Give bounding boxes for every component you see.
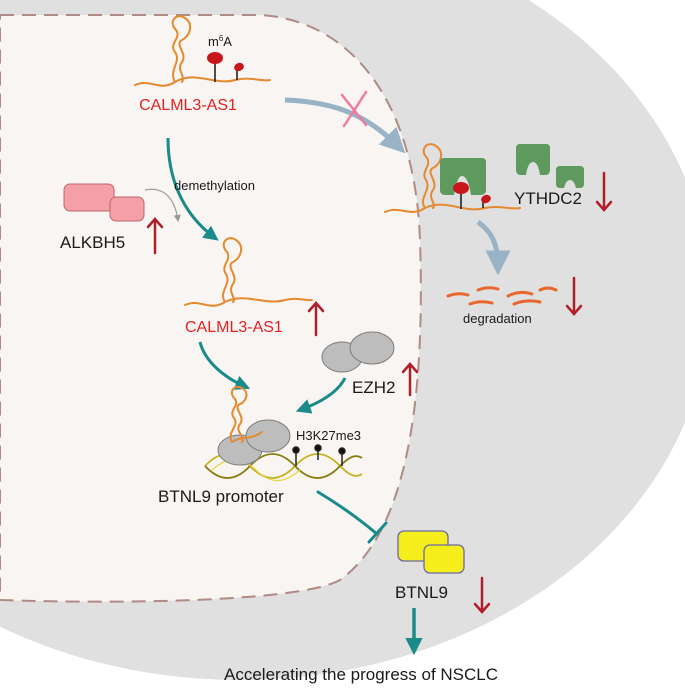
btnl9-promoter-label: BTNL9 promoter xyxy=(158,487,284,506)
promoter-lncrna-structure xyxy=(229,386,263,443)
nucleus xyxy=(0,14,422,603)
h3k27me3-label: H3K27me3 xyxy=(296,428,361,443)
btnl9-label: BTNL9 xyxy=(395,583,448,602)
ezh2-to-promoter-arrow xyxy=(295,377,347,414)
up-arrow-icon xyxy=(146,217,164,255)
m6a-marks-top xyxy=(207,52,244,82)
down-arrow-icon xyxy=(473,576,491,614)
promoter-ezh2-complex xyxy=(217,419,291,466)
cytoplasm-rna-structure xyxy=(384,143,521,213)
outcome-label: Accelerating the progress of NSCLC xyxy=(224,665,498,684)
demethylation-label: demethylation xyxy=(174,178,255,193)
up-arrow-icon xyxy=(401,362,419,397)
ythdc2-icon xyxy=(516,144,584,188)
lncrna-nucleus-structure xyxy=(184,237,313,307)
btnl9-icon xyxy=(397,530,465,574)
lncrna-top-structure xyxy=(134,15,271,87)
degraded-rna-fragments xyxy=(446,286,558,306)
alkbh5-icon xyxy=(63,183,145,222)
alkbh5-label: ALKBH5 xyxy=(60,233,125,252)
alkbh5-arrow xyxy=(144,188,181,223)
x-mark-icon xyxy=(340,90,368,128)
down-arrow-icon xyxy=(565,276,583,316)
ythdc2-label: YTHDC2 xyxy=(514,189,582,208)
ezh2-icon xyxy=(321,331,395,373)
lncrna-nucleus-label: CALML3-AS1 xyxy=(185,319,283,336)
degradation-arrow xyxy=(476,219,511,276)
demethylation-arrow xyxy=(166,137,219,241)
m6a-marks-cytoplasm xyxy=(453,182,491,209)
up-arrow-icon xyxy=(307,301,325,337)
inhibition-arrow-icon xyxy=(316,490,388,544)
degradation-label: degradation xyxy=(463,311,532,326)
ythdc2-bound-icon xyxy=(440,158,486,195)
ezh2-label: EZH2 xyxy=(352,378,395,397)
lncrna-to-promoter-arrow xyxy=(198,341,251,390)
h3k27me3-marks xyxy=(292,444,346,466)
m6a-label: m6A xyxy=(208,34,232,49)
lncrna-top-label: CALML3-AS1 xyxy=(139,97,237,114)
down-arrow-icon xyxy=(595,171,613,212)
